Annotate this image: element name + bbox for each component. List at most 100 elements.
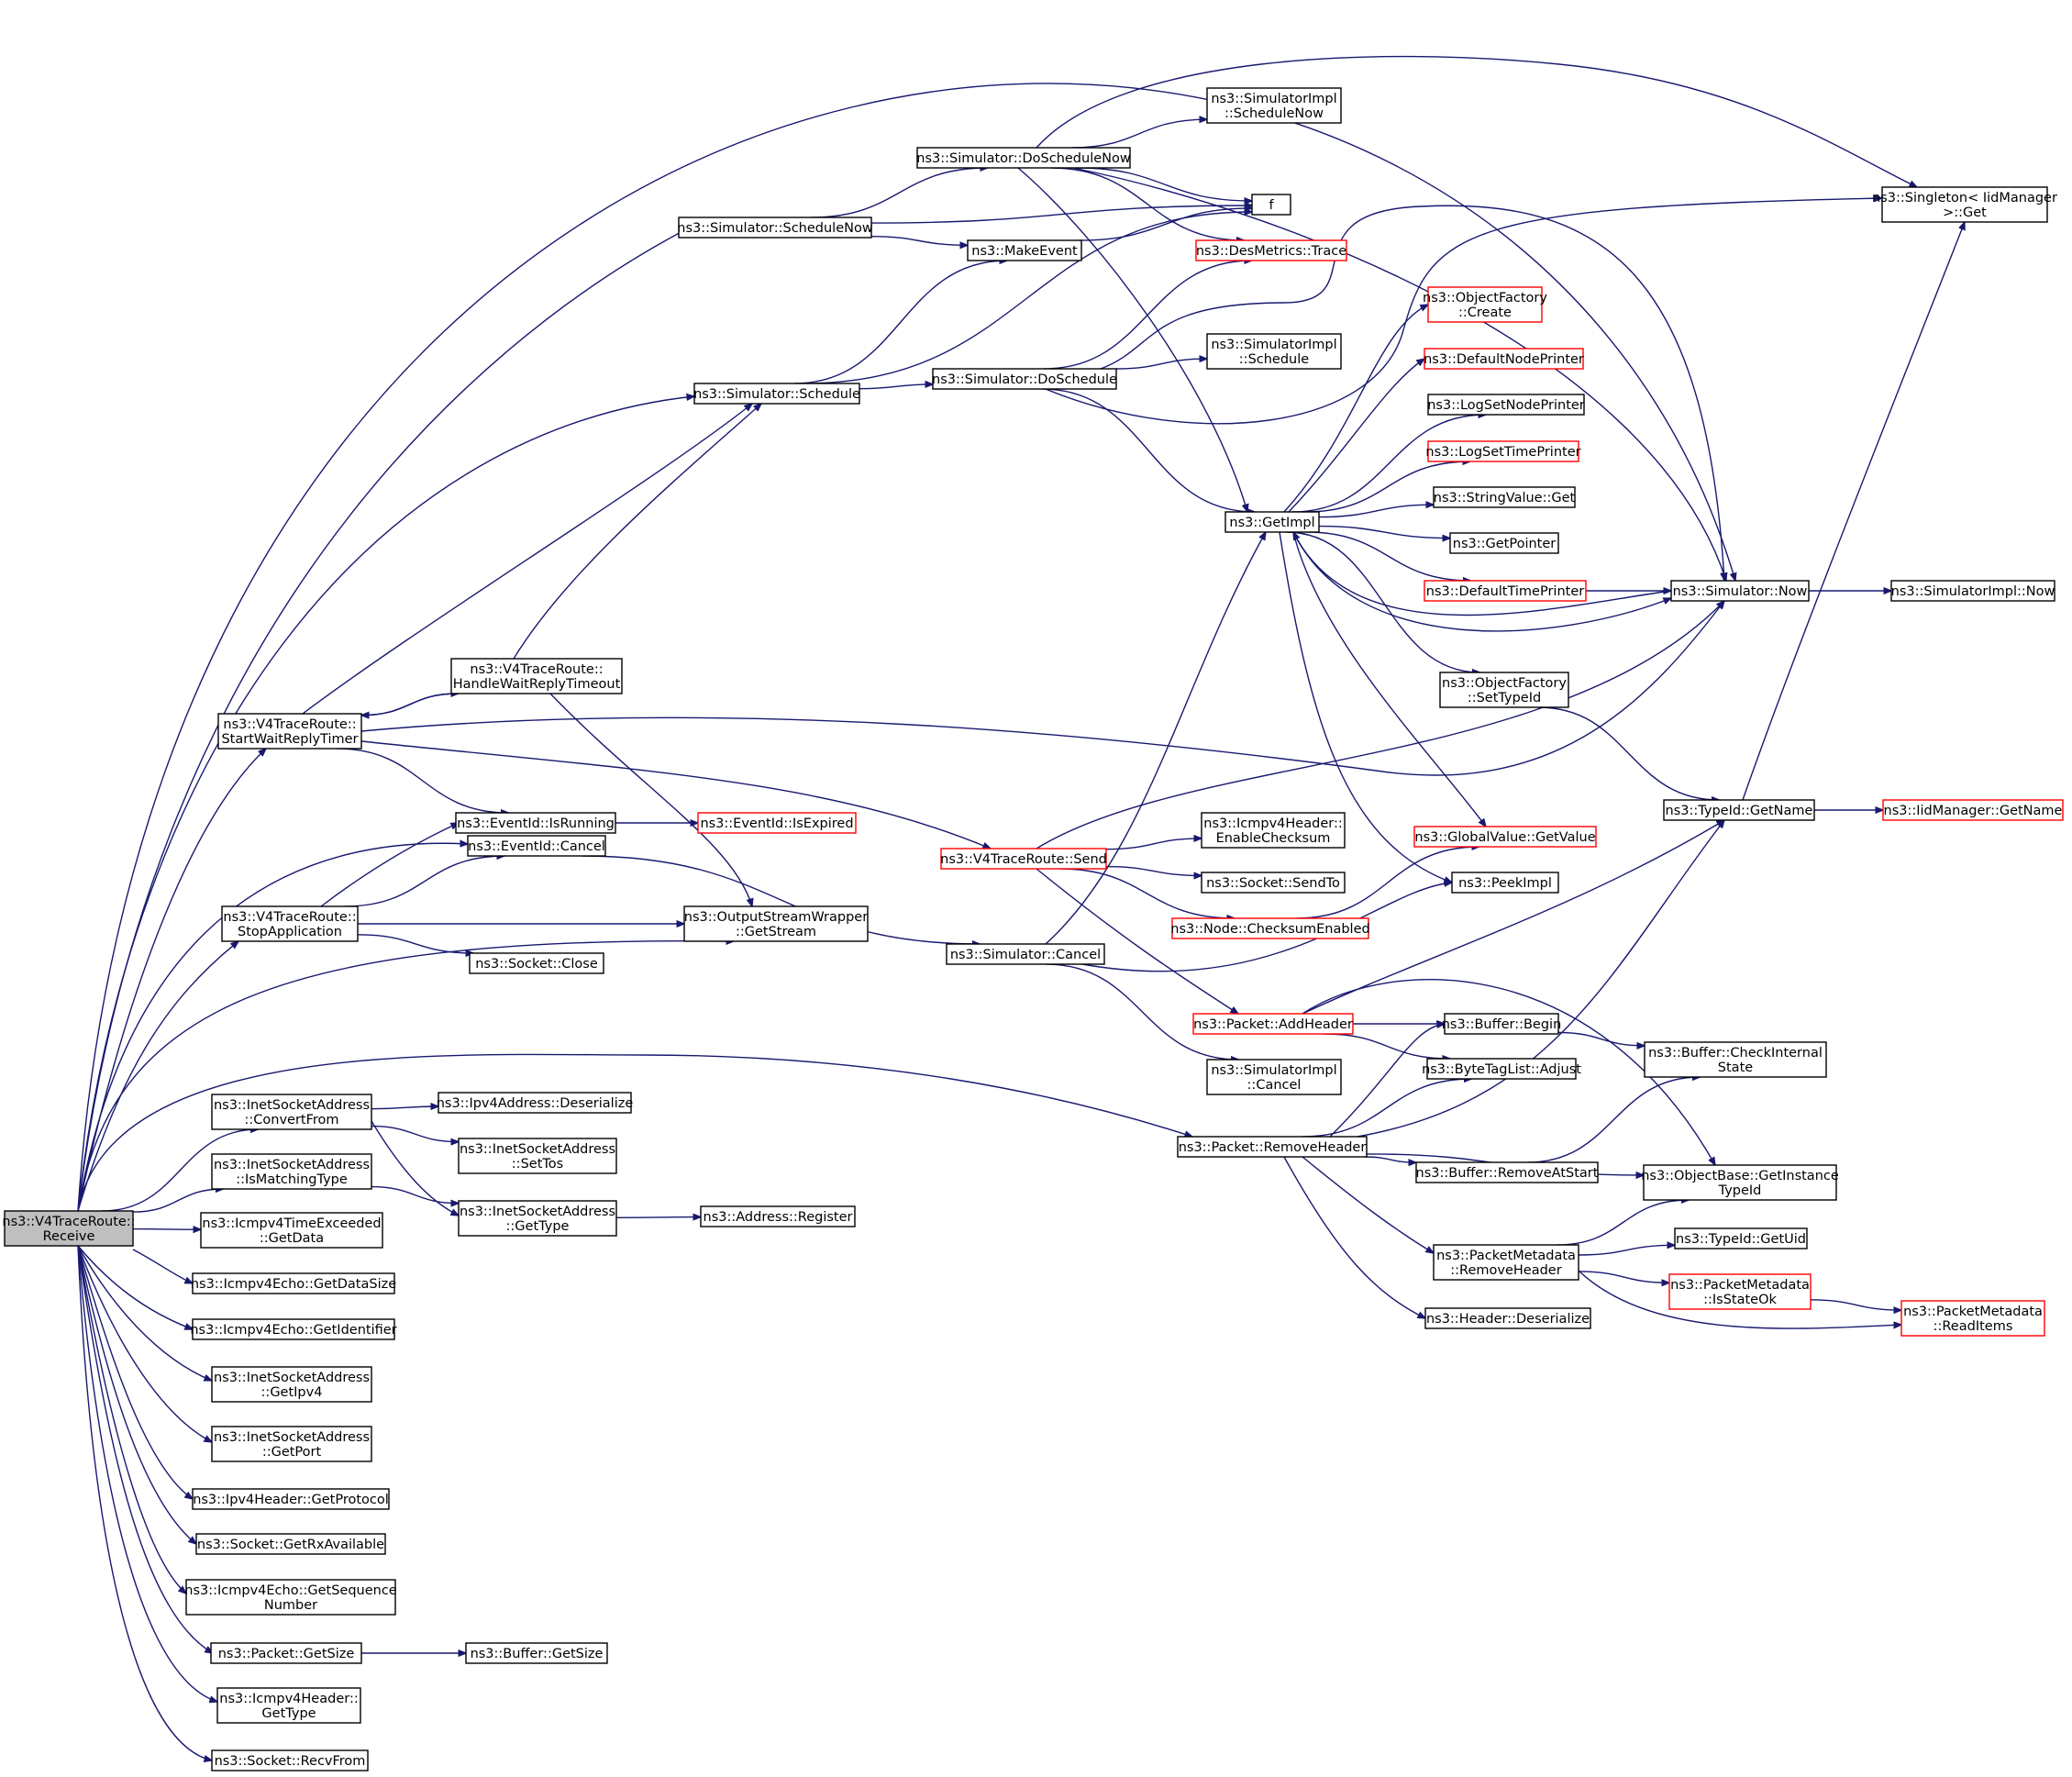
node-ipv4addr_deser[interactable]: ns3::Ipv4Address::Deserialize [437,1092,634,1114]
node-packet_addheader[interactable]: ns3::Packet::AddHeader [1192,1013,1354,1035]
node-eventid_cancel[interactable]: ns3::EventId::Cancel [467,835,606,857]
node-getpointer[interactable]: ns3::GetPointer [1449,532,1559,554]
node-icmpv4hdr_gettype[interactable]: ns3::Icmpv4Header::GetType [216,1687,361,1724]
node-box [1663,799,1815,821]
node-bytetag_adjust[interactable]: ns3::ByteTagList::Adjust [1422,1058,1581,1080]
node-stopapp[interactable]: ns3::V4TraceRoute::StopApplication [221,905,359,942]
node-simimpl_cancel[interactable]: ns3::SimulatorImpl::Cancel [1206,1059,1342,1095]
node-pktmeta_removeheader[interactable]: ns3::PacketMetadata::RemoveHeader [1433,1244,1579,1281]
node-label: ns3::InetSocketAddress [214,1098,370,1113]
edge-buffer_begin-to-buffer_checkint [1557,1031,1645,1046]
node-inet_getipv4[interactable]: ns3::InetSocketAddress::GetIpv4 [211,1366,372,1403]
node-simimpl_now[interactable]: ns3::SimulatorImpl::Now [1890,580,2055,602]
node-label: TypeId [1718,1183,1762,1198]
node-box [195,1533,386,1555]
node-icmpv4_enablecs[interactable]: ns3::Icmpv4Header::EnableChecksum [1201,812,1346,849]
node-socket_getrxavail[interactable]: ns3::Socket::GetRxAvailable [195,1533,386,1555]
node-icmpv4echo_getdatasize[interactable]: ns3::Icmpv4Echo::GetDataSize [191,1272,396,1294]
node-deftimeprinter[interactable]: ns3::DefaultTimePrinter [1424,580,1587,602]
node-objf_create[interactable]: ns3::ObjectFactory::Create [1423,286,1547,323]
node-getimpl[interactable]: ns3::GetImpl [1224,511,1320,533]
node-label: ns3::PeekImpl [1458,876,1552,891]
node-schednow[interactable]: ns3::Simulator::ScheduleNow [677,217,873,239]
node-v4send[interactable]: ns3::V4TraceRoute::Send [940,848,1107,870]
node-outstream[interactable]: ns3::OutputStreamWrapper::GetStream [683,905,869,942]
edge-doschednow-to-f [1077,167,1252,201]
edge-receive-to-icmpv4hdr_gettype [77,1245,217,1702]
node-objf_settypeid[interactable]: ns3::ObjectFactory::SetTypeId [1439,672,1569,708]
node-label: ns3::Simulator::Cancel [950,948,1101,962]
node-label: ::GetIpv4 [261,1385,323,1400]
node-handlewait[interactable]: ns3::V4TraceRoute::HandleWaitReplyTimeou… [450,658,623,694]
node-socket_sendto[interactable]: ns3::Socket::SendTo [1201,872,1346,894]
node-makeevent[interactable]: ns3::MakeEvent [967,239,1082,261]
node-label: ns3::IidManager::GetName [1884,804,2063,818]
node-logsettime[interactable]: ns3::LogSetTimePrinter [1425,440,1581,462]
node-socket_recvfrom[interactable]: ns3::Socket::RecvFrom [211,1749,369,1771]
node-eventid_isrunning[interactable]: ns3::EventId::IsRunning [455,812,616,834]
node-inet_settos[interactable]: ns3::InetSocketAddress::SetTos [458,1138,617,1174]
node-ipv4hdr_getproto[interactable]: ns3::Ipv4Header::GetProtocol [192,1488,390,1510]
node-inet_gettype[interactable]: ns3::InetSocketAddress::GetType [458,1200,617,1237]
node-address_register[interactable]: ns3::Address::Register [700,1205,856,1227]
node-iidmgr_getname[interactable]: ns3::IidManager::GetName [1882,799,2064,821]
node-socket_close[interactable]: ns3::Socket::Close [469,952,604,974]
node-packet_getsize[interactable]: ns3::Packet::GetSize [210,1642,362,1664]
node-defnodeprinter[interactable]: ns3::DefaultNodePrinter [1424,348,1584,370]
node-header_deser[interactable]: ns3::Header::Deserialize [1424,1307,1591,1329]
node-packet_removeheader[interactable]: ns3::Packet::RemoveHeader [1177,1136,1368,1158]
node-label: ns3::SimulatorImpl [1211,338,1336,352]
node-buffer_removeatstart[interactable]: ns3::Buffer::RemoveAtStart [1415,1161,1599,1183]
node-dosched[interactable]: ns3::Simulator::DoSchedule [932,368,1117,390]
node-icmpv4te_getdata[interactable]: ns3::Icmpv4TimeExceeded::GetData [200,1212,383,1249]
node-box [4,1210,134,1247]
node-box [1444,1013,1559,1035]
node-buffer_getsize[interactable]: ns3::Buffer::GetSize [465,1642,608,1664]
node-startwait[interactable]: ns3::V4TraceRoute::StartWaitReplyTimer [217,713,362,750]
node-label: ns3::Singleton< IidManager [1872,191,2057,205]
node-box [1201,872,1346,894]
node-box [1427,440,1579,462]
node-label: ns3::GetImpl [1229,516,1314,530]
node-pktmeta_isstateok[interactable]: ns3::PacketMetadata::IsStateOk [1668,1273,1812,1310]
node-logsetnode[interactable]: ns3::LogSetNodePrinter [1427,394,1585,416]
edge-startwait-to-eventid_isrunning [336,748,509,813]
node-inet_convertfrom[interactable]: ns3::InetSocketAddress::ConvertFrom [211,1094,372,1130]
node-simcancel[interactable]: ns3::Simulator::Cancel [946,943,1105,965]
node-singleton[interactable]: ns3::Singleton< IidManager>::Get [1872,186,2057,223]
edge-getimpl-to-logsetnode [1291,415,1486,513]
node-f[interactable]: f [1251,194,1291,216]
node-simnow[interactable]: ns3::Simulator::Now [1670,580,1810,602]
node-desmetrics[interactable]: ns3::DesMetrics::Trace [1195,239,1347,261]
node-label: ::Cancel [1247,1078,1302,1093]
node-inet_ismatching[interactable]: ns3::InetSocketAddress::IsMatchingType [211,1153,372,1190]
node-eventid_isexpired[interactable]: ns3::EventId::IsExpired [697,812,857,834]
node-label: >::Get [1943,205,1987,220]
node-label: ns3::TypeId::GetName [1666,804,1813,818]
node-doschednow[interactable]: ns3::Simulator::DoScheduleNow [916,147,1131,169]
node-simimpl_schednow[interactable]: ns3::SimulatorImpl::ScheduleNow [1206,87,1342,124]
node-schedule[interactable]: ns3::Simulator::Schedule [693,383,860,405]
node-strval_get[interactable]: ns3::StringValue::Get [1433,486,1576,508]
edge-receive-to-icmpv4te_getdata [132,1229,201,1230]
node-pktmeta_readitems[interactable]: ns3::PacketMetadata::ReadItems [1900,1300,2045,1337]
node-node_checksum[interactable]: ns3::Node::ChecksumEnabled [1170,917,1370,939]
node-label: ns3::PacketMetadata [1436,1249,1576,1263]
node-peekimpl[interactable]: ns3::PeekImpl [1451,872,1559,894]
node-typeid_getuid[interactable]: ns3::TypeId::GetUid [1674,1227,1808,1249]
node-globalval[interactable]: ns3::GlobalValue::GetValue [1413,826,1597,848]
node-label: ::Schedule [1239,352,1309,367]
edge-simnow-to-getimpl [1293,532,1672,616]
node-simimpl_sched[interactable]: ns3::SimulatorImpl::Schedule [1206,333,1342,370]
node-typeid_getname[interactable]: ns3::TypeId::GetName [1663,799,1815,821]
node-receive[interactable]: ns3::V4TraceRoute::Receive [2,1210,136,1247]
node-buffer_begin[interactable]: ns3::Buffer::Begin [1442,1013,1562,1035]
node-inet_getport[interactable]: ns3::InetSocketAddress::GetPort [211,1426,372,1462]
node-label: ns3::Packet::AddHeader [1193,1017,1353,1032]
edge-getimpl-to-defnodeprinter [1288,359,1424,513]
node-icmpv4echo_getid[interactable]: ns3::Icmpv4Echo::GetIdentifier [190,1318,397,1340]
node-box [192,1318,395,1340]
